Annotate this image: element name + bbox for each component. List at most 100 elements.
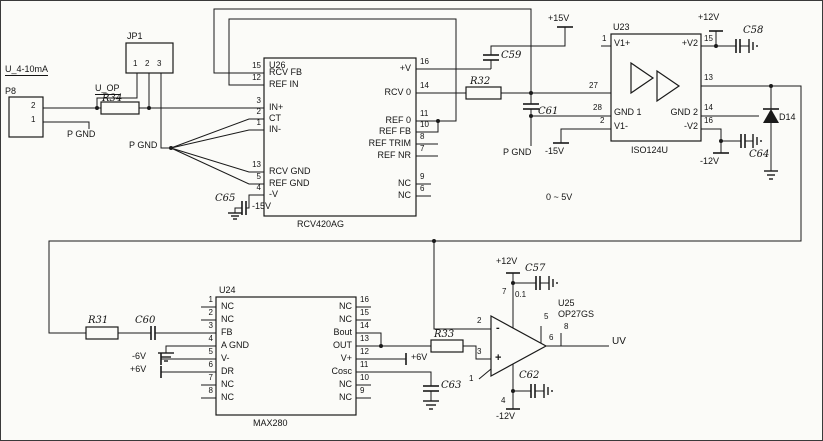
pin-name: NC bbox=[339, 392, 352, 402]
capacitor-label-c63: C63 bbox=[441, 380, 462, 391]
pin-name: RCV GND bbox=[269, 166, 311, 176]
pin-name: REF TRIM bbox=[368, 138, 411, 148]
connector-jp1-ref: JP1 bbox=[127, 31, 143, 41]
pin-number: 2 bbox=[256, 107, 261, 116]
pin-name: Bout bbox=[333, 327, 352, 337]
resistor-r31-symbol bbox=[85, 326, 119, 340]
pin-name: -V bbox=[269, 189, 278, 199]
pin-number: 15 bbox=[252, 61, 261, 70]
pin-number: 14 bbox=[704, 103, 713, 112]
net-label-uop: U_OP bbox=[95, 83, 120, 95]
ground-icon bbox=[764, 170, 778, 180]
ground-icon bbox=[748, 39, 758, 53]
pin-number: 11 bbox=[360, 360, 369, 369]
pin-name: V- bbox=[221, 353, 230, 363]
pin-number: 8 bbox=[208, 386, 213, 395]
pin-name: Cosc bbox=[331, 366, 352, 376]
pin-number: 5 bbox=[256, 172, 261, 181]
net-label-p12: +12V bbox=[698, 12, 720, 22]
net-label-n6: -6V bbox=[132, 351, 147, 361]
pin-number: 14 bbox=[360, 321, 369, 330]
connector-p8-ref: P8 bbox=[5, 86, 17, 96]
capacitor-c61-symbol bbox=[523, 103, 539, 110]
net-label-pgnd: P GND bbox=[129, 140, 158, 150]
opamp-inverting-mark: - bbox=[496, 322, 500, 334]
pin-number: 9 bbox=[420, 172, 425, 181]
pin-number: 12 bbox=[252, 73, 261, 82]
pin-number: 16 bbox=[360, 295, 369, 304]
ic-u25-ref: U25 bbox=[558, 298, 575, 308]
pin-number: 1 bbox=[256, 118, 261, 127]
pin-number: 1 bbox=[208, 295, 213, 304]
pin-name: REF GND bbox=[269, 178, 310, 188]
connector-jp1-box bbox=[125, 42, 174, 74]
capacitor-label-c62: C62 bbox=[519, 370, 540, 381]
pin-number: 9 bbox=[360, 386, 365, 395]
pin-number: 11 bbox=[420, 109, 429, 118]
pin-name: REF 0 bbox=[385, 115, 411, 125]
pin-number: 6 bbox=[549, 333, 554, 342]
jp1-pin-number: 3 bbox=[157, 59, 162, 68]
net-label-input: U_4-10mA bbox=[5, 64, 49, 76]
net-label-n15: -15V bbox=[545, 146, 565, 156]
pin-name: +V bbox=[399, 63, 411, 73]
pin-name: +V2 bbox=[681, 38, 698, 48]
pin-number: 7 bbox=[502, 287, 507, 296]
capacitor-c58-symbol bbox=[735, 39, 741, 53]
pin-number: 16 bbox=[420, 57, 429, 66]
pin-name: V1+ bbox=[614, 38, 631, 48]
pin-name: GND 2 bbox=[670, 107, 698, 117]
pin-name: IN- bbox=[269, 124, 281, 134]
resistor-r34-symbol bbox=[100, 101, 140, 115]
ic-u26-box bbox=[263, 57, 417, 217]
pin-name: NC bbox=[398, 178, 411, 188]
resistor-r33-symbol bbox=[430, 339, 464, 353]
jp1-pin-number: 2 bbox=[145, 59, 150, 68]
diode-d14-symbol bbox=[763, 108, 779, 123]
pin-name: REF NR bbox=[377, 150, 412, 160]
ground-icon bbox=[423, 400, 439, 410]
pin-number: 7 bbox=[420, 144, 425, 153]
pin-number: 3 bbox=[208, 321, 213, 330]
pin-number: 5 bbox=[544, 312, 549, 321]
connector-p8-box bbox=[8, 96, 44, 138]
jp1-pin-number: 1 bbox=[133, 59, 138, 68]
pin-name: A GND bbox=[221, 340, 250, 350]
net-label-n15: -15V bbox=[252, 201, 272, 211]
pin-name: REF IN bbox=[269, 79, 299, 89]
pin-number: 8 bbox=[420, 132, 425, 141]
annotation-range: 0 ~ 5V bbox=[546, 192, 573, 202]
ground-icon bbox=[228, 212, 242, 220]
pin-name: GND 1 bbox=[614, 107, 642, 117]
ic-u23-part: ISO124U bbox=[631, 145, 669, 155]
ic-u24-part: MAX280 bbox=[253, 418, 288, 428]
capacitor-c62-symbol bbox=[530, 384, 536, 398]
p8-pin-number: 2 bbox=[31, 101, 36, 110]
pin-name: NC bbox=[339, 314, 352, 324]
pin-number: 28 bbox=[593, 103, 602, 112]
resistor-r32-symbol bbox=[465, 86, 502, 100]
wires bbox=[43, 8, 802, 409]
capacitor-label-c57: C57 bbox=[525, 263, 546, 274]
pin-number: 6 bbox=[208, 360, 213, 369]
capacitor-c63-symbol bbox=[423, 385, 439, 392]
pin-number: 4 bbox=[208, 334, 213, 343]
capacitor-c59-symbol bbox=[483, 54, 499, 61]
p8-pin-number: 1 bbox=[31, 115, 36, 124]
pin-number: 4 bbox=[256, 183, 261, 192]
ic-u24-ref: U24 bbox=[219, 285, 236, 295]
net-label-p6: +6V bbox=[130, 364, 147, 374]
capacitor-label-c60: C60 bbox=[135, 315, 156, 326]
net-label-p15: +15V bbox=[548, 13, 570, 23]
capacitor-label-c59: C59 bbox=[501, 50, 522, 61]
pin-number: 10 bbox=[420, 120, 429, 129]
pin-name: NC bbox=[398, 190, 411, 200]
ic-u24-box bbox=[215, 296, 357, 416]
ic-u26-ref: U26 bbox=[269, 60, 286, 70]
pin-name: CT bbox=[269, 113, 281, 123]
pin-number: 1 bbox=[602, 34, 607, 43]
capacitor-label-c64: C64 bbox=[749, 149, 770, 160]
pin-number: 15 bbox=[360, 308, 369, 317]
pin-number: 2 bbox=[600, 116, 605, 125]
